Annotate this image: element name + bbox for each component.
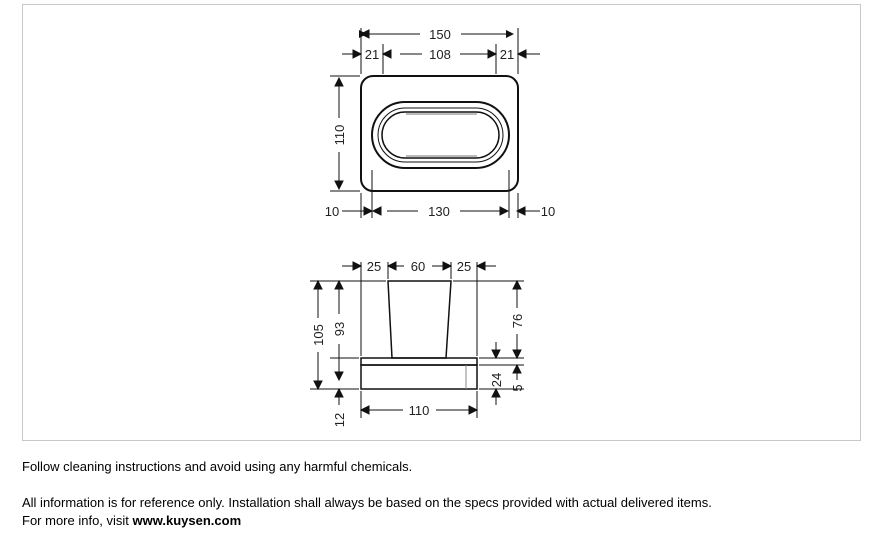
oval-opening-outer [371,101,510,169]
base-block [360,364,478,390]
dim-right-offset: 10 [541,204,555,219]
side-view [310,261,524,418]
dim-bottom-width: 130 [428,204,450,219]
more-info-prefix: For more info, visit [22,513,133,528]
dim-cup-visible-height: 76 [510,314,525,328]
dim-inner-width: 108 [429,47,451,62]
more-info-note: For more info, visit www.kuysen.com [22,512,241,529]
cleaning-note: Follow cleaning instructions and avoid u… [22,459,413,474]
dim-left-margin: 21 [365,47,379,62]
oval-opening-core [381,111,500,159]
dim-base-height: 24 [489,373,504,387]
top-view [330,28,540,218]
dim-total-height: 105 [311,324,326,346]
plate-outline [360,75,519,192]
dim-left-offset: 10 [325,204,339,219]
dim-base-width: 110 [409,403,430,418]
technical-drawing: 150 108 21 21 110 130 10 10 25 60 25 105… [310,27,555,427]
cup-outline [387,280,452,359]
dim-plate-height: 110 [332,125,347,146]
shelf-plate [360,357,478,366]
dim-side-left-margin: 25 [367,259,381,274]
website-link[interactable]: www.kuysen.com [132,513,242,528]
dim-cup-height: 93 [332,322,347,336]
dim-plate-thickness: 5 [510,384,525,391]
oval-opening-inner [377,107,504,163]
dim-overall-width: 150 [429,27,451,42]
dim-right-margin: 21 [500,47,514,62]
dim-base-offset: 12 [332,413,347,427]
dim-side-right-margin: 25 [457,259,471,274]
reference-note: All information is for reference only. I… [22,495,712,510]
dim-cup-width: 60 [411,259,425,274]
